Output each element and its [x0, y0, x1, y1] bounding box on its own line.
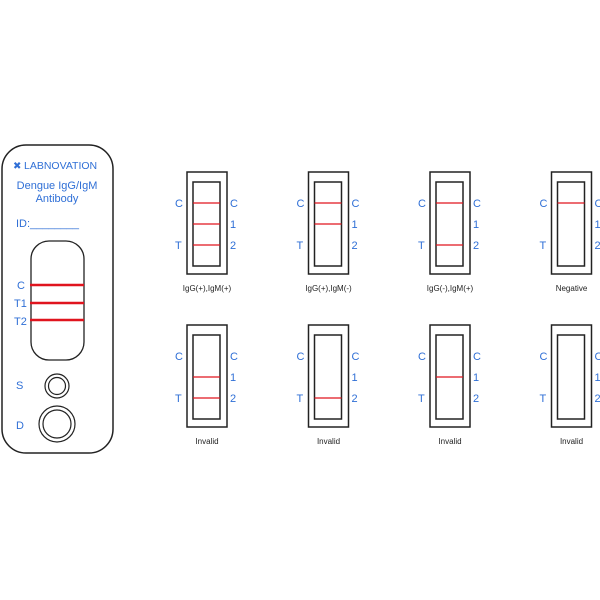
sample-well-inner: [47, 376, 67, 396]
strip-outer: [429, 171, 471, 275]
strip-outer: [307, 171, 350, 275]
sample-well-outer: [44, 373, 70, 399]
strip-label-right: C: [230, 198, 238, 210]
strip-caption: Invalid: [317, 437, 340, 446]
strip-label-right: 2: [595, 240, 600, 252]
result-window: [30, 240, 85, 361]
strip-outer: [186, 171, 228, 275]
strip-label-right: 2: [230, 240, 236, 252]
strip-caption: IgG(+),IgM(+): [183, 284, 232, 293]
strip-label-left-c: C: [175, 198, 183, 210]
strip-outer: [307, 324, 350, 428]
strip-caption: IgG(-),IgM(+): [427, 284, 474, 293]
label-t2: T2: [14, 316, 27, 328]
strip-label-right: C: [595, 198, 600, 210]
strip-label-right: 2: [473, 393, 479, 405]
strip-label-right: 1: [352, 219, 358, 231]
strip-label-left-t: T: [297, 393, 304, 405]
strip-label-left-t: T: [175, 240, 182, 252]
strip-label-right: 2: [352, 240, 358, 252]
strip-label-right: 1: [352, 372, 358, 384]
strip-outer: [186, 324, 228, 428]
strip-label-left-c: C: [175, 351, 183, 363]
strip-caption: Invalid: [438, 437, 461, 446]
product-title: Dengue IgG/IgM: [17, 180, 98, 192]
strip-label-left-c: C: [297, 351, 305, 363]
strip-label-left-t: T: [175, 393, 182, 405]
strip-label-right: C: [230, 351, 238, 363]
strip-caption: Negative: [556, 284, 588, 293]
strip-label-right: C: [595, 351, 600, 363]
result-strips: CTC12IgG(+),IgM(+)CTC12IgG(+),IgM(-)CTC1…: [175, 171, 600, 446]
strip-window: [313, 334, 343, 420]
strip-label-left-c: C: [418, 198, 426, 210]
strip-label-left-t: T: [540, 240, 547, 252]
strip-label-left-c: C: [297, 198, 305, 210]
sample-label: S: [16, 380, 23, 392]
strip-window: [435, 181, 464, 267]
strip-label-right: 2: [595, 393, 600, 405]
strip-label-right: 1: [473, 219, 479, 231]
strip-label-left-t: T: [418, 240, 425, 252]
strip-label-left-t: T: [297, 240, 304, 252]
strip-window: [556, 181, 586, 267]
diluent-label: D: [16, 420, 24, 432]
strip-window: [556, 334, 586, 420]
strip-label-right: 2: [352, 393, 358, 405]
strip-label-right: 1: [230, 219, 236, 231]
test-cassette: ✖ LABNOVATION Dengue IgG/IgM Antibody ID…: [1, 144, 114, 454]
strip-label-right: 2: [230, 393, 236, 405]
strip-label-left-c: C: [540, 351, 548, 363]
strip-outer: [550, 171, 593, 275]
strip-label-right: 2: [473, 240, 479, 252]
strip-label-left-t: T: [418, 393, 425, 405]
logo-icon: ✖: [13, 161, 21, 172]
strip-label-left-t: T: [540, 393, 547, 405]
strip-outer: [550, 324, 593, 428]
product-subtitle: Antibody: [36, 193, 79, 205]
label-c: C: [17, 280, 25, 292]
label-t1: T1: [14, 298, 27, 310]
strip-label-right: 1: [230, 372, 236, 384]
strip-label-right: C: [352, 351, 360, 363]
strip-label-right: 1: [595, 219, 600, 231]
strip-label-right: C: [352, 198, 360, 210]
strip-label-right: C: [473, 198, 481, 210]
strip-caption: Invalid: [195, 437, 218, 446]
id-field: ID:________: [16, 218, 80, 230]
strip-outer: [429, 324, 471, 428]
strip-label-right: 1: [473, 372, 479, 384]
strip-label-left-c: C: [540, 198, 548, 210]
cassette-outline: [1, 144, 114, 454]
diluent-well-outer: [38, 405, 76, 443]
strip-caption: IgG(+),IgM(-): [305, 284, 352, 293]
strip-label-right: C: [473, 351, 481, 363]
strip-caption: Invalid: [560, 437, 583, 446]
strip-label-left-c: C: [418, 351, 426, 363]
brand-logo: LABNOVATION: [24, 160, 97, 172]
diluent-well-inner: [42, 409, 72, 439]
strip-label-right: 1: [595, 372, 600, 384]
